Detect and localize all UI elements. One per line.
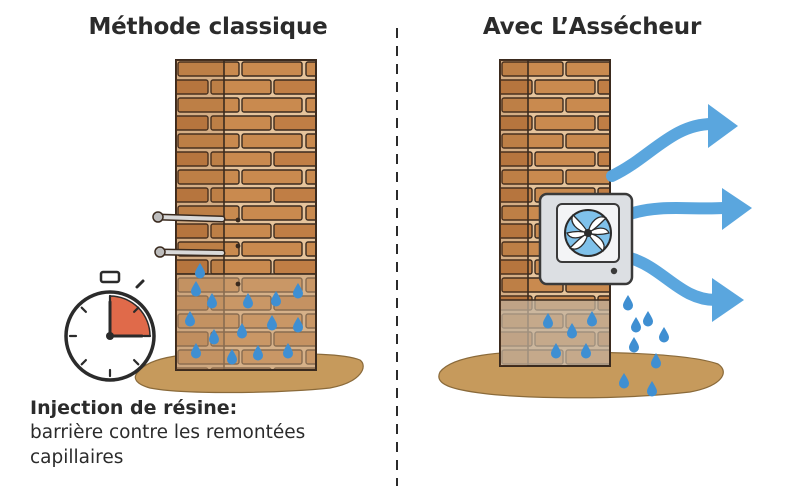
dehumidifier-device bbox=[538, 192, 634, 286]
fan-icon bbox=[564, 209, 612, 257]
caption-heading: Injection de résine: bbox=[30, 397, 238, 419]
air-flow-arrow-icon bbox=[624, 252, 744, 322]
left-panel-title: Méthode classique bbox=[88, 14, 328, 40]
left-panel bbox=[64, 59, 364, 394]
caption-body: barrière contre les remontées capillaire… bbox=[30, 422, 306, 468]
air-flow-arrow-icon bbox=[606, 104, 738, 182]
timer-elapsed-sector bbox=[109, 295, 151, 337]
resin-injector-icon bbox=[152, 211, 226, 223]
right-panel-title: Avec L’Assécheur bbox=[482, 14, 702, 40]
right-panel bbox=[438, 59, 752, 399]
resin-injector-icon bbox=[154, 246, 226, 258]
air-flow-arrow-icon bbox=[624, 188, 752, 230]
left-panel-caption: Injection de résine: barrière contre les… bbox=[30, 396, 390, 470]
stopwatch-icon bbox=[64, 270, 156, 382]
